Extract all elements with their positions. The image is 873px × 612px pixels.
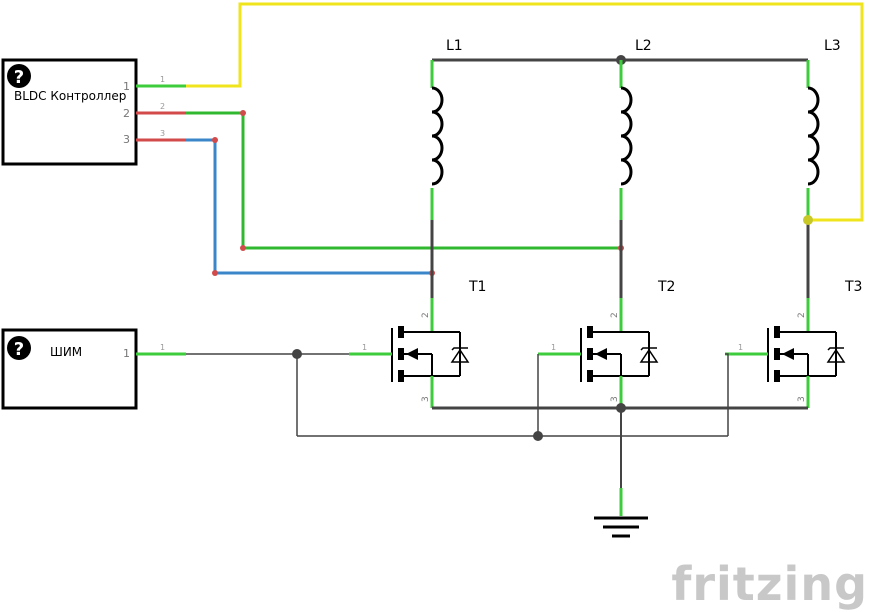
mosfet-t3-drain-pin-number: 2 [797, 312, 807, 318]
ground-net[interactable] [432, 403, 808, 516]
gate-net-junction-node [292, 349, 302, 359]
controller-pin-3-wire-tag: 3 [160, 129, 165, 138]
controller-pin-2-wire-tag: 2 [160, 102, 165, 111]
coil-l2-label: L2 [635, 38, 652, 54]
pwm-pin-1-wire-tag: 1 [160, 343, 165, 352]
controller-pin-1-wire-tag: 1 [160, 75, 165, 84]
mosfet-t1[interactable]: T1 2 3 1 [349, 279, 486, 408]
inductor-symbol [620, 86, 633, 186]
mosfet-t3-label: T3 [844, 279, 862, 295]
mosfet-t2[interactable]: T2 2 3 1 [538, 279, 675, 408]
gate-drive-net[interactable] [186, 349, 729, 441]
controller-pin-3-number: 3 [123, 133, 130, 146]
mosfet-t3-gate-pin-number: 1 [738, 343, 743, 352]
mosfet-t2-drain-pin-number: 2 [610, 312, 620, 318]
mosfet-t3-source-pin-number: 3 [797, 396, 807, 402]
mosfet-t2-label: T2 [657, 279, 675, 295]
coil-l1-label: L1 [446, 38, 463, 54]
phase-3-junction [803, 215, 813, 225]
coil-l1[interactable]: L1 [430, 38, 463, 298]
coil-l3-label: L3 [824, 38, 841, 54]
unknown-part-icon [7, 64, 31, 88]
pwm-pin-1-number: 1 [123, 347, 130, 360]
fritzing-watermark: fritzing [671, 557, 868, 611]
bldc-controller-part[interactable]: ? BLDC Контроллер 1 2 3 1 2 3 [1, 58, 186, 166]
controller-label: BLDC Контроллер [14, 89, 126, 103]
mosfet-t1-drain-pin-number: 2 [421, 312, 431, 318]
mosfet-t1-gate-pin-number: 1 [362, 343, 367, 352]
green-wire-phase-2[interactable] [186, 111, 621, 250]
ground-symbol [594, 516, 648, 538]
question-mark-glyph: ? [14, 67, 24, 88]
controller-pin-2-number: 2 [123, 107, 130, 120]
mosfet-t1-label: T1 [468, 279, 486, 295]
blue-wire-phase-1[interactable] [186, 138, 432, 275]
mosfet-t2-source-pin-number: 3 [610, 396, 620, 402]
inductor-symbol [431, 86, 444, 186]
mosfet-t1-source-pin-number: 3 [421, 396, 431, 402]
blue-wire-bend-point [212, 270, 218, 276]
green-wire-bend-point [240, 245, 246, 251]
pwm-part[interactable]: ? ШИМ 1 1 [1, 328, 186, 410]
coil-l3[interactable]: L3 [806, 38, 841, 298]
gate-net-junction-node [533, 431, 543, 441]
pwm-label: ШИМ [50, 345, 82, 359]
coil-l2[interactable]: L2 [619, 38, 652, 298]
mosfet-t3[interactable]: T3 2 3 1 [725, 279, 862, 408]
green-wire-bend-point [240, 110, 246, 116]
controller-pin-1-number: 1 [123, 80, 130, 93]
mosfet-t2-gate-pin-number: 1 [551, 343, 556, 352]
yellow-wire-phase-3[interactable] [186, 2, 864, 222]
blue-wire-bend-point [212, 137, 218, 143]
question-mark-glyph: ? [14, 339, 24, 360]
unknown-part-icon [7, 336, 31, 360]
inductor-symbol [807, 86, 820, 186]
